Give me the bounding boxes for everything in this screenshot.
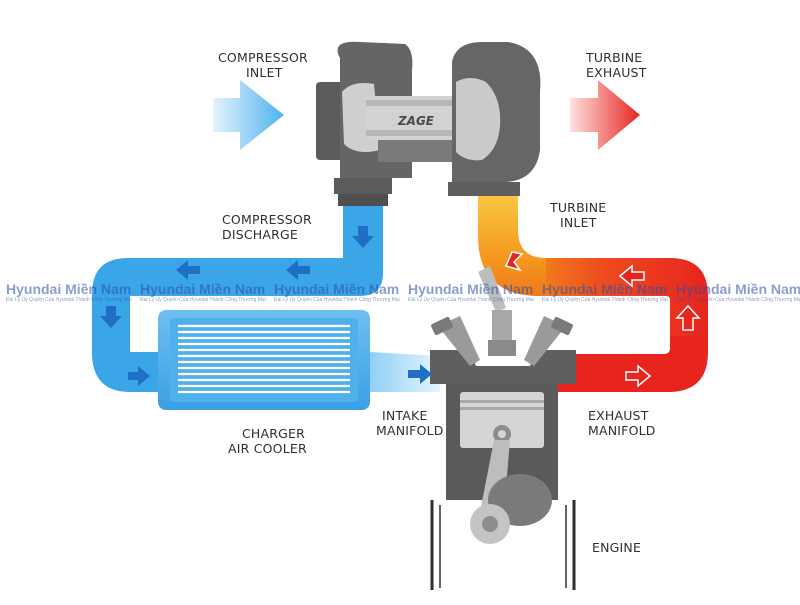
top-cold-pipe (92, 250, 383, 322)
cooler-core (170, 318, 358, 402)
intake-pipe (370, 352, 440, 392)
diag-arrow-turbine-inlet (504, 251, 524, 272)
watermark: Hyundai Miền Nam Đại Lý Ủy Quyền Của Hyu… (676, 281, 800, 304)
engine (430, 266, 576, 590)
label-intake-manifold: INTAKE MANIFOLD (376, 408, 444, 438)
right-hot-pipe (560, 336, 708, 392)
piston (460, 392, 544, 448)
label-compressor-discharge: COMPRESSOR DISCHARGE (222, 212, 312, 242)
spark-plug (478, 266, 506, 312)
left-arrow-hot (618, 264, 645, 288)
label-exhaust-manifold: EXHAUST MANIFOLD (588, 408, 656, 438)
label-charger-air-cooler: CHARGER AIR COOLER (228, 426, 307, 456)
down-arrow-left (100, 306, 122, 328)
turbocharger: ZAGE (316, 41, 541, 206)
hot-flow-arrows (504, 251, 701, 388)
cooler-fins (178, 324, 350, 394)
watermark: Hyundai Miền Nam Đại Lý Ủy Quyền Của Hyu… (140, 281, 266, 304)
label-engine: ENGINE (592, 540, 642, 555)
label-turbine-inlet: TURBINE INLET (550, 200, 607, 230)
up-arrow-right (675, 304, 701, 331)
watermark: Hyundai Miền Nam Đại Lý Ủy Quyền Của Hyu… (274, 281, 400, 304)
left-cold-pipe (92, 318, 160, 392)
right-arrow-cooler (128, 366, 150, 386)
top-hot-pipe (546, 258, 708, 340)
label-turbine-exhaust: TURBINE EXHAUST (586, 50, 647, 80)
cold-flow-arrows (100, 226, 432, 386)
watermark: Hyundai Miền Nam Đại Lý Ủy Quyền Của Hyu… (408, 281, 534, 304)
down-arrow-discharge (352, 226, 374, 248)
left-arrow-2 (176, 260, 200, 280)
right-arrow-exhaust (625, 364, 652, 388)
turbine-exhaust-arrow (570, 80, 640, 150)
watermark: Hyundai Miền Nam Đại Lý Ủy Quyền Của Hyu… (6, 281, 132, 304)
turbo-brand-logo: ZAGE (397, 114, 435, 128)
left-arrow-1 (286, 260, 310, 280)
turbine-inlet-pipe (478, 195, 560, 296)
label-compressor-inlet: COMPRESSOR INLET (218, 50, 308, 80)
right-arrow-intake (408, 364, 432, 384)
compressor-inlet-arrow (213, 80, 284, 150)
watermark: Hyundai Miền Nam Đại Lý Ủy Quyền Của Hyu… (542, 281, 668, 304)
